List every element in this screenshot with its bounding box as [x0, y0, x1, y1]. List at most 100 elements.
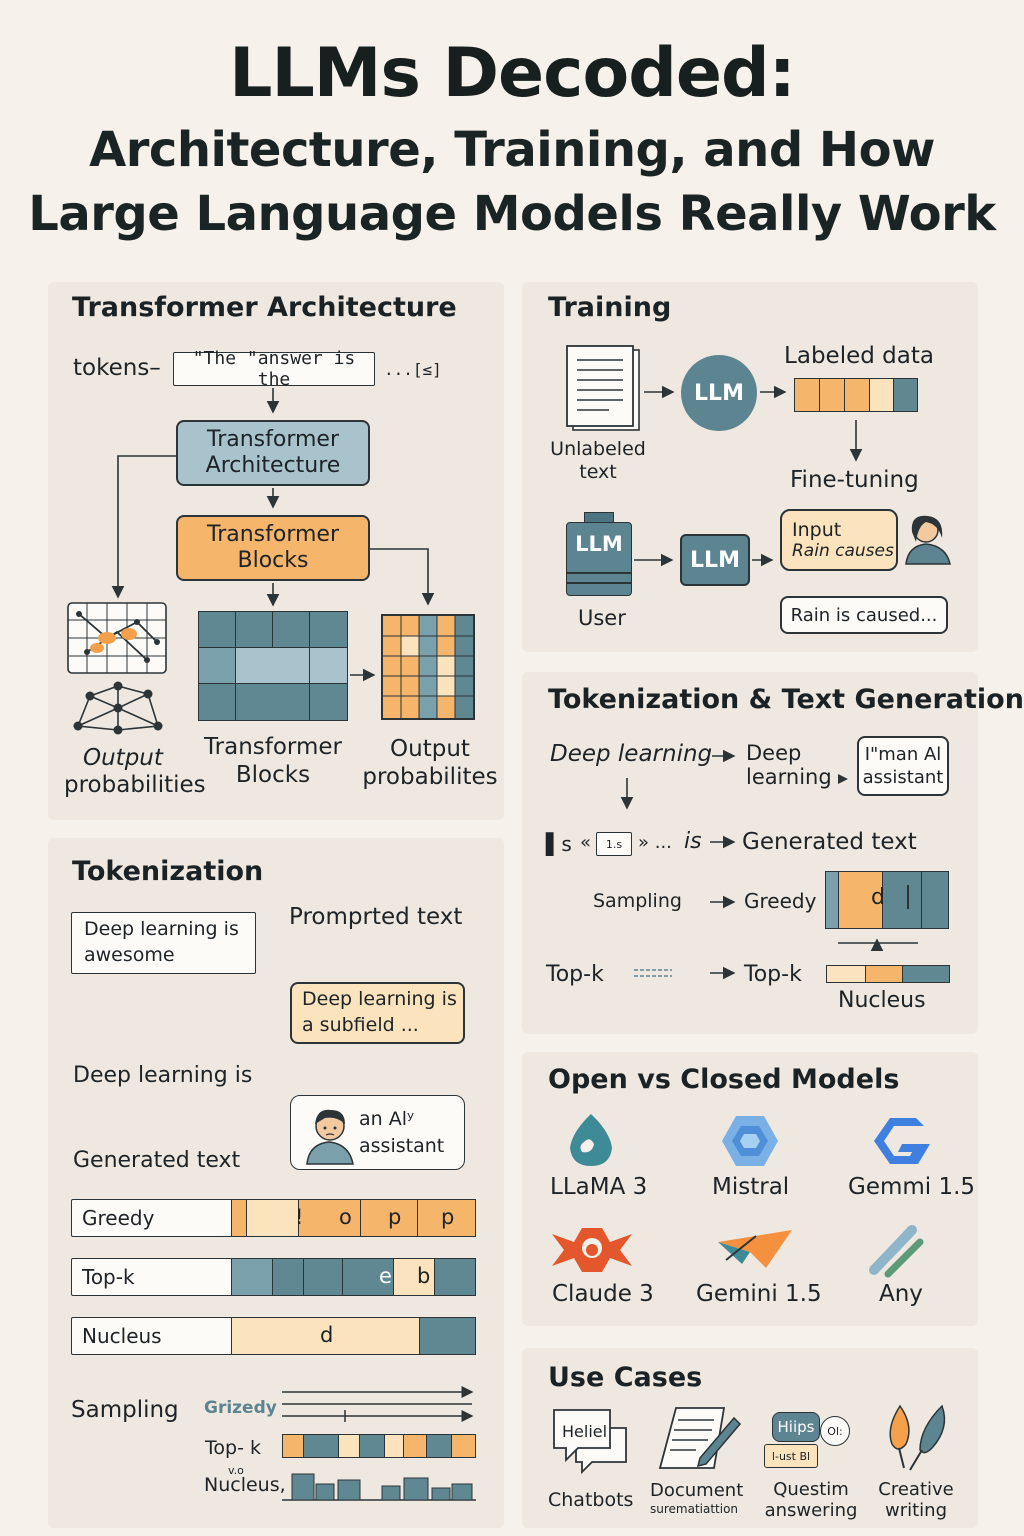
lust-bubble: l-ust Bl [764, 1444, 818, 1468]
user-label: User [578, 606, 626, 630]
llm-stack-label: LLM [575, 532, 623, 556]
claude-icon [552, 1228, 632, 1272]
greedy-bar-label: Greedy [82, 1206, 155, 1230]
gemini-plane-icon [718, 1230, 792, 1268]
document-sub-label: surematiattion [650, 1502, 739, 1516]
ai-assistant-bubble: I"man Al assistant [857, 736, 949, 796]
output-left-label-2: probabilities [64, 772, 206, 798]
sampling-topk-bar [282, 1434, 476, 1458]
topk-token-bar [826, 965, 950, 983]
token-fragment-c: » ... [638, 832, 672, 853]
hiips-bubble: Hiips [772, 1412, 820, 1442]
nucleus-cells: d [231, 1317, 476, 1355]
document-icon [566, 345, 640, 431]
transformer-architecture-box: Transformer Architecture [176, 420, 370, 486]
token-fragment-b: « [580, 832, 592, 853]
input-bubble: Input Rain causes [780, 509, 898, 571]
open-closed-title: Open vs Closed Models [548, 1064, 900, 1095]
topk-label-2: Top-k [744, 962, 802, 987]
nucleus-label: Nucleus [838, 988, 926, 1013]
creative-writing-label: Creative writing [878, 1479, 954, 1521]
page-title: LLMs Decoded: [229, 34, 796, 113]
deep-learning-token: Deep learning [746, 741, 832, 790]
input-bubble-title: Input [792, 519, 842, 541]
sampling-nucleus-bars [282, 1473, 476, 1501]
sampling-label-2: Sampling [71, 1397, 179, 1423]
model-any: Any [879, 1281, 923, 1307]
mistral-icon [722, 1116, 778, 1166]
subfield-box: Deep learning is a subfield ... [290, 982, 465, 1044]
attention-grid-icon [67, 602, 167, 674]
topk-bar-label: Top-k [82, 1265, 135, 1289]
labeled-data-label: Labeled data [784, 343, 934, 369]
prompted-text-label: Promprted text [289, 904, 463, 930]
heliel-label: Heliel [562, 1422, 608, 1441]
input-bubble-text: Rain causes [792, 541, 894, 561]
grizedy-label: Grizedy [204, 1398, 277, 1418]
output-text-box: Rain is caused... [780, 596, 948, 634]
transformer-title: Transformer Architecture [72, 292, 457, 323]
document-pen-icon [658, 1407, 742, 1469]
page-subtitle-line-1: Architecture, Training, and How [89, 122, 935, 178]
llm-circle: LLM [681, 355, 757, 431]
tokenization-input-box: Deep learning is awesome [71, 912, 256, 974]
transformer-blocks-box: Transformer Blocks [176, 515, 370, 581]
chatbots-label: Chatbots [548, 1489, 634, 1511]
user-avatar-icon [905, 515, 951, 565]
quill-icon [889, 1404, 946, 1471]
tokens-label: tokens– [73, 355, 161, 381]
model-gemmi: Gemmi 1.5 [848, 1174, 976, 1200]
training-title: Training [548, 292, 672, 323]
topk-small-label: Top- k [205, 1437, 261, 1459]
greedy-label: Greedy [744, 889, 817, 913]
use-cases-title: Use Cases [548, 1362, 703, 1393]
topk-label: Top-k [546, 962, 604, 987]
document-label: Document [650, 1480, 744, 1501]
question-answering-label: Questim answering [764, 1479, 858, 1521]
topk-cell-b: b [417, 1264, 431, 1288]
blocks-label: Transformer Blocks [203, 734, 342, 788]
oli-bubble: Ol: [820, 1416, 850, 1446]
nucleus-bar-label: Nucleus [82, 1324, 162, 1348]
nucleus-small-label: Nucleus, [204, 1474, 286, 1496]
tokens-input-box: "The "answer is the [173, 348, 375, 390]
greedy-cell-4: p [441, 1205, 455, 1229]
tokenization-title: Tokenization [72, 856, 264, 887]
greedy-token-bar: d [825, 871, 949, 929]
transformer-blocks-grid [198, 611, 348, 721]
deep-learning-is-label: Deep learning is [73, 1063, 253, 1088]
token-is: is [684, 829, 702, 854]
greedy-token-d: d [871, 885, 885, 910]
output-probabilities-grid [381, 614, 475, 720]
unlabeled-text-label: Unlabeled text [550, 438, 646, 483]
generated-text-label: Generated text [742, 829, 917, 855]
llama-icon [570, 1114, 612, 1166]
greedy-cell-2: o [339, 1205, 352, 1229]
deep-learning-italic: Deep learning [550, 741, 713, 767]
llm-box: LLM [680, 534, 750, 586]
fine-tuning-label: Fine-tuning [790, 467, 919, 493]
tokens-tail: ...[≤] [384, 360, 442, 379]
model-gemini: Gemini 1.5 [696, 1281, 822, 1307]
llm-stack-icon: LLM [566, 512, 632, 596]
any-model-icon [869, 1225, 924, 1278]
model-mistral: Mistral [712, 1174, 790, 1200]
nucleus-cell-d: d [320, 1323, 334, 1347]
output-right-label: Output probabilites [362, 736, 498, 790]
model-claude: Claude 3 [552, 1281, 654, 1307]
page-subtitle-line-2: Large Language Models Really Work [28, 186, 996, 242]
ai-assistant-box: an Alʸ assistant [290, 1095, 465, 1170]
generated-text-label-2: Generated text [73, 1148, 241, 1173]
greedy-cell-1: ! [295, 1205, 304, 1229]
labeled-data-bar [794, 378, 918, 412]
network-graph-icon [73, 681, 163, 735]
token-fragment-a: ▌s [546, 832, 572, 856]
tokgen-title: Tokenization & Text Generation [548, 684, 1024, 715]
topk-cell-e: e [379, 1264, 392, 1288]
person-avatar-icon [306, 1109, 354, 1165]
greedy-cell-3: p [388, 1205, 402, 1229]
open-closed-panel [522, 1052, 978, 1326]
gemini-g-icon [874, 1118, 930, 1164]
topk-cells: e b [231, 1258, 476, 1296]
chat-bubble-icon [553, 1409, 627, 1475]
